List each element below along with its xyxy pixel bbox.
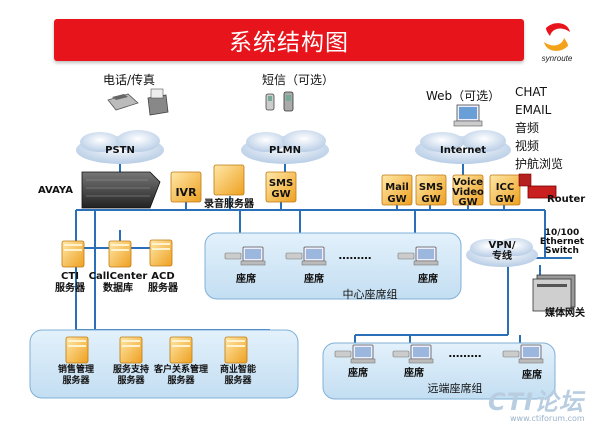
title-bar: 系统结构图 [54, 19, 524, 61]
recording-server-box [213, 164, 245, 196]
channel-chat: CHAT [515, 85, 548, 99]
phone-fax-label: 电话/传真 [103, 73, 156, 87]
sales-server-icon [65, 336, 89, 364]
callcenter-db-icon [108, 240, 132, 268]
acd-server-icon [149, 239, 173, 267]
ctiforum-watermark: CTI论坛 www.ctiforum.com [488, 390, 585, 423]
internet-cloud [415, 130, 511, 164]
ethernet-switch-label: 10/100 Ethernet Switch [539, 228, 585, 256]
channel-audio: 音频 [515, 121, 540, 135]
pstn-cloud [76, 130, 164, 164]
channel-list: CHAT EMAIL 音频 视频 护航浏览 [515, 83, 563, 173]
logo-text: synroute [542, 54, 573, 63]
synroute-logo: synroute [532, 20, 582, 64]
support-server-label: 服务支持 服务器 [112, 365, 150, 386]
crm-server-icon [169, 336, 193, 364]
plmn-cloud [241, 130, 329, 164]
bi-server-label: 商业智能 服务器 [219, 365, 257, 386]
remote-seat-3-label: 座席 [522, 370, 542, 381]
center-group-title: 中心座席组 [342, 288, 398, 301]
center-seat-1-label: 座席 [236, 274, 256, 285]
icc-gw-label: ICC GW [495, 182, 515, 205]
cti-server-icon [61, 240, 85, 268]
callcenter-db-label: CallCenter 数据库 [88, 271, 148, 294]
web-optional-label: Web（可选） [426, 89, 501, 103]
center-seat-3-label: 座席 [418, 274, 438, 285]
channel-video: 视频 [515, 139, 540, 153]
router-label: Router [547, 194, 586, 205]
remote-group-box [322, 342, 556, 400]
vpn-cloud [466, 238, 538, 267]
remote-dots: ……… [448, 347, 482, 360]
phone-icon [107, 93, 139, 111]
page-title: 系统结构图 [229, 30, 349, 56]
watermark-main: CTI论坛 [488, 388, 584, 416]
computer-icon [453, 104, 483, 127]
plmn-label: PLMN [268, 145, 302, 156]
mail-gw-label: Mail GW [385, 182, 409, 205]
cti-server-label: CTI 服务器 [55, 271, 85, 294]
sms-gw-label: SMS GW [268, 178, 294, 200]
center-dots: ……… [338, 249, 372, 262]
avaya-switch [81, 171, 161, 209]
voice-video-gw-label: Voice Video GW [452, 177, 484, 208]
acd-server-label: ACD 服务器 [148, 271, 178, 294]
vpn-label: VPN/ 专线 [488, 240, 516, 262]
sales-server-label: 销售管理 服务器 [57, 365, 95, 386]
channel-email: EMAIL [515, 103, 552, 117]
ivr-label: IVR [175, 186, 197, 199]
pstn-label: PSTN [105, 145, 135, 156]
crm-server-label: 客户关系管理 服务器 [153, 365, 209, 386]
recording-label: 录音服务器 [204, 199, 254, 210]
sms-optional-label: 短信（可选） [262, 73, 335, 87]
media-gateway-device [532, 274, 576, 312]
center-seat-2-label: 座席 [304, 274, 324, 285]
avaya-label: AVAYA [38, 185, 73, 196]
support-server-icon [119, 336, 143, 364]
remote-seat-1-label: 座席 [348, 368, 368, 379]
remote-seat-2-label: 座席 [404, 368, 424, 379]
bi-server-icon [224, 336, 248, 364]
watermark-url: www.ctiforum.com [510, 414, 585, 423]
mobile-phone-icon [265, 91, 294, 112]
remote-group-title: 远端座席组 [427, 382, 483, 395]
sms-gw2-label: SMS GW [418, 182, 444, 205]
channel-cobrowse: 护航浏览 [515, 157, 564, 171]
center-group-box [204, 232, 462, 300]
fax-icon [147, 88, 169, 116]
media-gateway-label: 媒体网关 [545, 308, 585, 319]
internet-label: Internet [439, 145, 487, 156]
router [518, 173, 557, 199]
